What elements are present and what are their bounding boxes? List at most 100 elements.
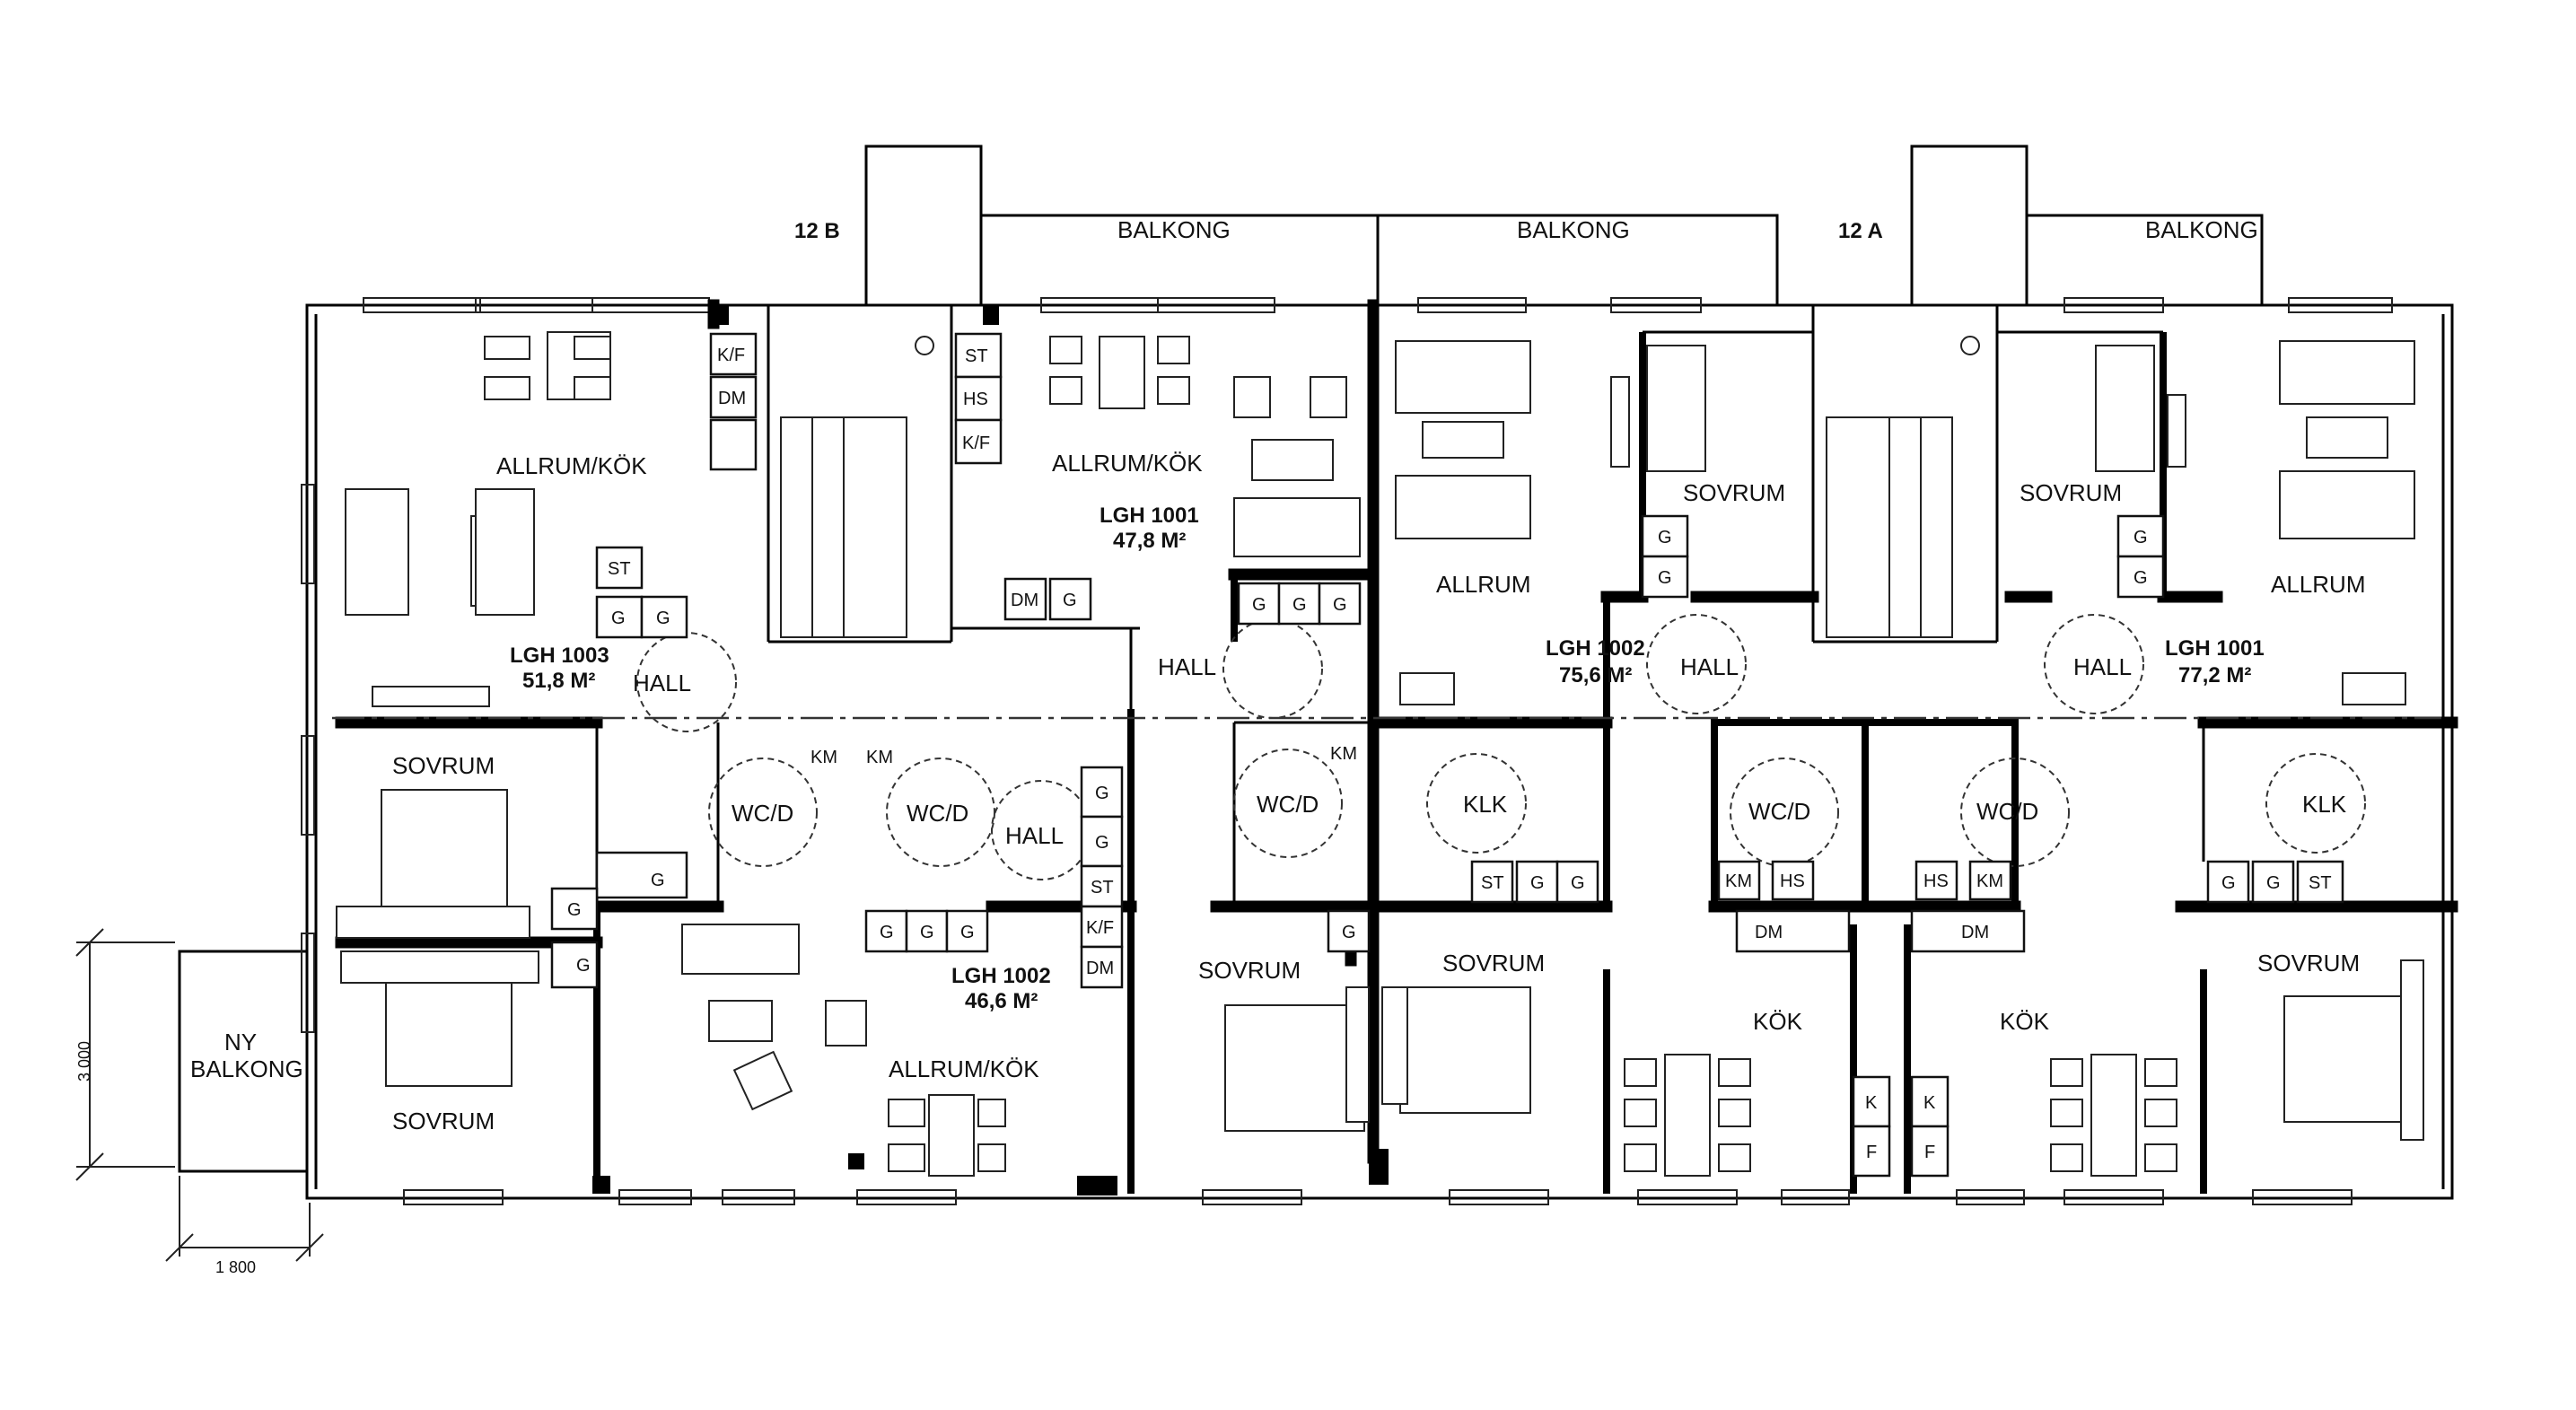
room-wcd-2: WC/D: [907, 800, 968, 827]
apt-area-1001-right: 77,2 M²: [2178, 663, 2251, 687]
fixture-dm-2: DM: [1011, 591, 1038, 610]
room-sovrum-1002-b: SOVRUM: [1442, 950, 1545, 976]
new-balcony-label-2: BALKONG: [190, 1055, 303, 1082]
room-sovrum-1002-a: SOVRUM: [1683, 479, 1785, 506]
balcony-label-3: BALKONG: [2145, 216, 2258, 243]
fixture-dm-1: DM: [718, 389, 746, 408]
fixture-boxes: [550, 332, 2344, 1178]
fixture-k-2: K: [1923, 1093, 1936, 1113]
fixture-dm-5: DM: [1961, 923, 1989, 942]
fixture-g-23: G: [2266, 873, 2281, 893]
fixture-g-14: G: [1095, 833, 1109, 853]
fixture-st-1: ST: [608, 559, 631, 579]
apt-name-1002-mid: LGH 1002: [1546, 636, 1645, 661]
fixture-dm-4: DM: [1755, 923, 1783, 942]
fixture-g-2: G: [656, 609, 670, 628]
dimension-width: 1 800: [215, 1258, 256, 1276]
fixture-g-17: G: [1571, 873, 1585, 893]
fixture-g-21: G: [2134, 568, 2148, 588]
apt-area-1003: 51,8 M²: [522, 669, 595, 693]
room-wcd-5: WC/D: [1976, 798, 2038, 825]
room-hall-1003: HALL: [633, 670, 691, 696]
room-wcd-3: WC/D: [1257, 791, 1319, 818]
dimension-height: 3 000: [75, 1041, 93, 1082]
fixture-g-6: G: [1333, 595, 1347, 615]
room-allrum-1001: ALLRUM: [2271, 571, 2365, 598]
fixture-km-4: KM: [1725, 871, 1752, 891]
stair-label-12a: 12 A: [1838, 219, 1883, 243]
fixture-g-10: G: [880, 923, 894, 942]
fixture-st-3: ST: [1091, 878, 1114, 898]
room-allrum-kok-1003: ALLRUM/KÖK: [496, 452, 647, 479]
fixture-g-13: G: [1095, 784, 1109, 803]
room-hall-1002-left: HALL: [1005, 822, 1064, 849]
fixture-km-2: KM: [866, 748, 893, 767]
room-wcd-1: WC/D: [732, 800, 793, 827]
fixture-kf-2: K/F: [962, 434, 990, 453]
room-hall-1001-right: HALL: [2073, 653, 2132, 680]
fixture-st-2: ST: [965, 346, 988, 366]
fixture-g-20: G: [2134, 528, 2148, 547]
fixture-g-4: G: [1252, 595, 1266, 615]
stair-label-12b: 12 B: [794, 219, 840, 243]
fixture-st-5: ST: [2309, 873, 2332, 893]
fixture-k-1: K: [1865, 1093, 1878, 1113]
furniture: [336, 331, 2424, 1177]
room-wcd-4: WC/D: [1748, 798, 1810, 825]
fixture-g-1: G: [611, 609, 626, 628]
room-sovrum-1001-b: SOVRUM: [2257, 950, 2360, 976]
fixture-kf-3: K/F: [1086, 918, 1114, 938]
balcony-label-1: BALKONG: [1117, 216, 1231, 243]
fixture-g-8: G: [567, 900, 582, 920]
apt-name-1001-right: LGH 1001: [2165, 636, 2265, 661]
interior-walls: [335, 299, 2458, 1194]
fixture-st-4: ST: [1481, 873, 1504, 893]
room-sovrum-1001-left: SOVRUM: [1198, 957, 1301, 984]
stair-12b: [780, 336, 934, 638]
room-allrum-kok-1001: ALLRUM/KÖK: [1052, 450, 1203, 477]
fixture-g-3: G: [1063, 591, 1077, 610]
labels: 12 B 12 A BALKONG BALKONG BALKONG NY BAL…: [75, 216, 2365, 1276]
outer-walls: [301, 297, 2454, 1205]
fixture-g-22: G: [2221, 873, 2236, 893]
dimension-lines: [75, 928, 324, 1262]
fixture-hs-3: HS: [1923, 871, 1949, 891]
fixture-g-15: G: [1342, 923, 1356, 942]
fixture-g-7: G: [651, 871, 665, 890]
room-sovrum-1001-a: SOVRUM: [2020, 479, 2122, 506]
room-kok-1002: KÖK: [1753, 1008, 1803, 1035]
apt-name-1002-left: LGH 1002: [951, 964, 1051, 988]
room-sovrum-1003-a: SOVRUM: [392, 752, 495, 779]
apt-name-1001-left: LGH 1001: [1100, 504, 1199, 528]
fixture-g-9: G: [576, 956, 591, 976]
room-klk-1002: KLK: [1463, 791, 1508, 818]
room-allrum-1002: ALLRUM: [1436, 571, 1530, 598]
fixture-f-2: F: [1924, 1143, 1935, 1162]
room-sovrum-1003-b: SOVRUM: [392, 1108, 495, 1134]
apt-area-1002-mid: 75,6 M²: [1559, 663, 1632, 687]
fixture-g-11: G: [920, 923, 934, 942]
fixture-dm-3: DM: [1086, 959, 1114, 978]
columns: [592, 305, 1389, 1195]
balcony-label-2: BALKONG: [1517, 216, 1630, 243]
fixture-km-1: KM: [810, 748, 837, 767]
fixture-km-5: KM: [1976, 871, 2003, 891]
fixture-g-19: G: [1658, 568, 1672, 588]
fixture-hs-1: HS: [963, 390, 988, 409]
fixture-g-5: G: [1292, 595, 1307, 615]
fixture-g-16: G: [1530, 873, 1545, 893]
apt-area-1002-left: 46,6 M²: [965, 989, 1038, 1013]
fixture-km-3: KM: [1330, 744, 1357, 764]
apt-area-1001-left: 47,8 M²: [1113, 529, 1186, 553]
room-klk-1001: KLK: [2302, 791, 2347, 818]
stair-12a: [1826, 336, 1980, 638]
room-hall-1001-left: HALL: [1158, 653, 1216, 680]
new-balcony-label-1: NY: [224, 1029, 257, 1055]
room-allrum-kok-1002: ALLRUM/KÖK: [889, 1055, 1039, 1082]
fixture-g-12: G: [960, 923, 975, 942]
room-kok-1001: KÖK: [2000, 1008, 2050, 1035]
fixture-f-1: F: [1866, 1143, 1877, 1162]
fixture-hs-2: HS: [1780, 871, 1805, 891]
apt-name-1003: LGH 1003: [510, 644, 609, 668]
